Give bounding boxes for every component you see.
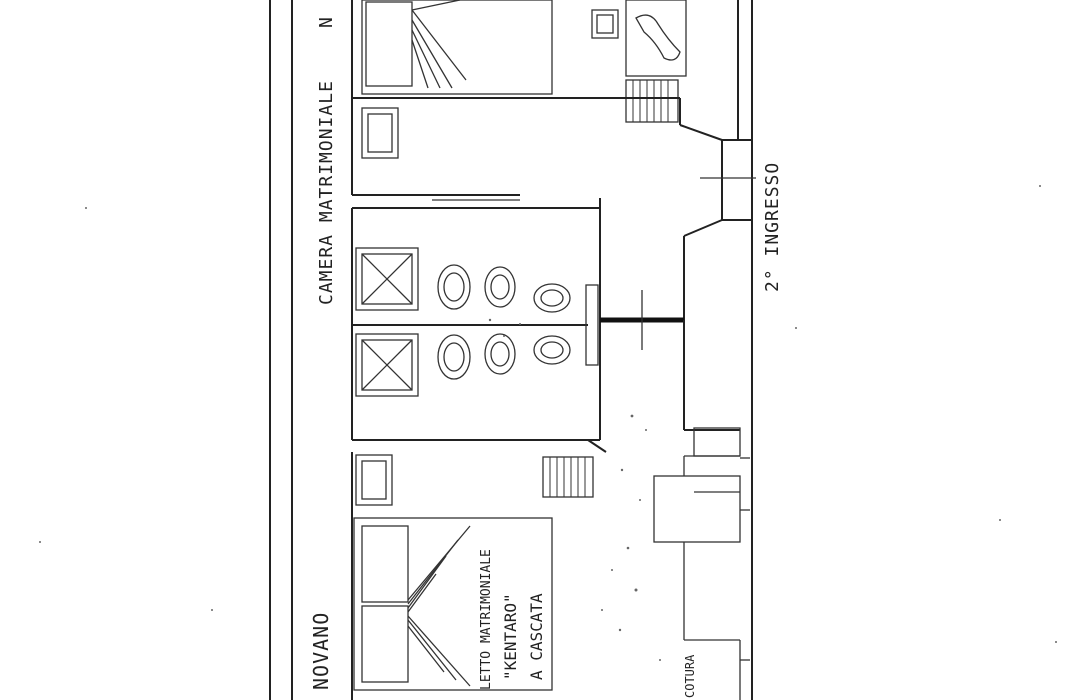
top-chair xyxy=(591,9,619,39)
bathrooms xyxy=(351,198,607,453)
sink-upper xyxy=(533,283,571,313)
lower-bed-fold-lines xyxy=(407,525,471,687)
shower-lower xyxy=(355,333,419,397)
outer-walls xyxy=(269,0,753,700)
toilet-upper xyxy=(437,264,471,310)
label-room-top-cut: N xyxy=(316,17,337,28)
bidet-lower xyxy=(484,333,516,375)
top-radiator xyxy=(625,79,679,123)
top-bed-fold-lines xyxy=(411,0,467,89)
sink-lower xyxy=(533,335,571,365)
top-desk xyxy=(625,0,687,77)
lower-bed xyxy=(353,517,553,691)
top-nightstand xyxy=(361,107,399,159)
lower-bedroom xyxy=(351,427,750,700)
toilet-lower xyxy=(437,334,471,380)
label-entrance: 2° INGRESSO xyxy=(762,162,783,292)
lower-nightstand xyxy=(355,454,393,506)
scan-noise xyxy=(39,185,1057,661)
bidet-upper xyxy=(484,266,516,308)
label-room-bottom: NOVANO xyxy=(309,612,333,690)
shower-upper xyxy=(355,247,419,311)
entrance-area xyxy=(679,124,756,320)
label-bed-line2: "KENTARO" xyxy=(501,593,520,680)
lower-radiator xyxy=(542,456,594,498)
top-bed xyxy=(361,0,553,95)
label-bed-line3: A CASCATA xyxy=(527,593,546,680)
wardrobe xyxy=(653,427,750,700)
top-bedroom xyxy=(351,0,687,201)
label-room-top: CAMERA MATRIMONIALE xyxy=(316,80,337,305)
label-corner: COTURA xyxy=(683,654,697,698)
label-bed-line1: LETTO MATRIMONIALE xyxy=(479,549,494,690)
corridor xyxy=(600,290,740,431)
